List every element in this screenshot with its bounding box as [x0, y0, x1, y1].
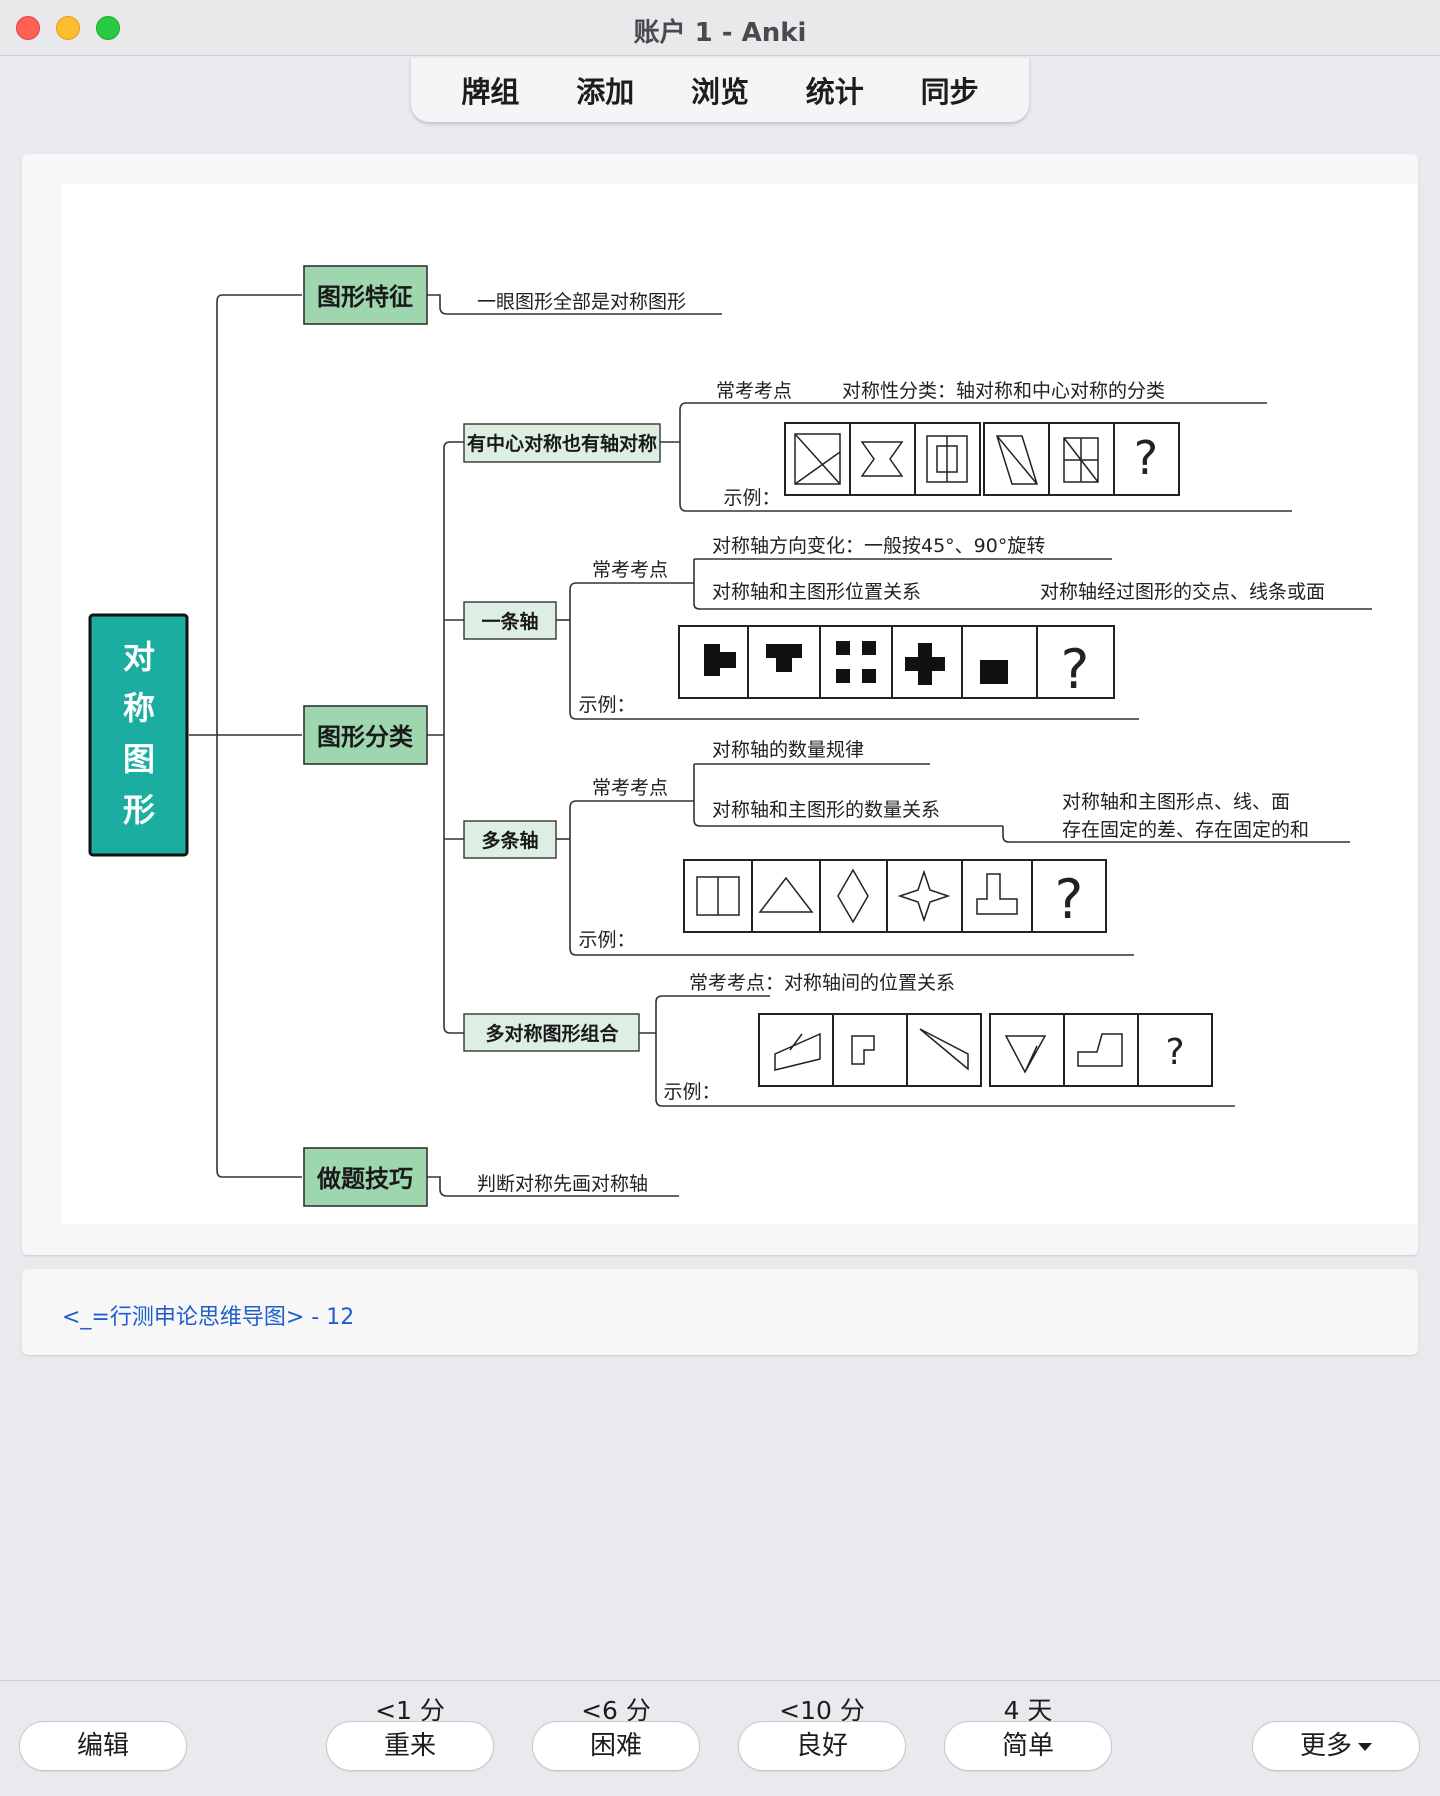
- chevron-down-icon: [1358, 1742, 1372, 1751]
- good-button-label: 良好: [795, 1731, 848, 1761]
- sub-multi-question-mark: ?: [1055, 868, 1084, 931]
- sub-one-axis: 一条轴: [481, 610, 538, 633]
- good-interval: <10 分: [779, 1696, 865, 1725]
- close-window-button[interactable]: [16, 16, 40, 40]
- edit-button[interactable]: 编辑: [19, 1721, 187, 1771]
- root-char-2: 称: [123, 689, 155, 727]
- sub-one-kp2: 对称轴和主图形位置关系: [712, 581, 921, 603]
- title-bar: 账户 1 - Anki: [0, 0, 1440, 56]
- sub-multi-kp-label: 常考考点: [592, 777, 668, 799]
- branch-tips: 做题技巧: [316, 1165, 413, 1193]
- sub-combo-question-mark: ?: [1165, 1032, 1184, 1073]
- easy-button[interactable]: 简单: [944, 1721, 1112, 1771]
- toolbar-browse[interactable]: 浏览: [690, 75, 749, 109]
- sub-both-example-label: 示例：: [723, 487, 780, 509]
- toolbar-add[interactable]: 添加: [576, 75, 635, 109]
- again-button[interactable]: 重来: [326, 1721, 494, 1771]
- branch-features-note: 一眼图形全部是对称图形: [477, 291, 686, 313]
- sub-both-question-mark: ?: [1134, 431, 1158, 485]
- sub-one-question-mark: ?: [1061, 638, 1090, 701]
- branch-classes: 图形分类: [317, 723, 414, 751]
- sub-multi-kp1: 对称轴的数量规律: [712, 739, 864, 761]
- sub-one-kp-label: 常考考点: [592, 559, 668, 581]
- answer-bar: <1 分 <6 分 <10 分 4 天 编辑 重来 困难 良好 简单 更多: [0, 1680, 1440, 1796]
- sub-multi-axes: 多条轴: [481, 829, 538, 852]
- zoom-window-button[interactable]: [96, 16, 120, 40]
- root-char-1: 对: [123, 638, 155, 676]
- good-button[interactable]: 良好: [738, 1721, 906, 1771]
- more-button-label: 更多: [1299, 1731, 1352, 1761]
- toolbar-stats[interactable]: 统计: [805, 75, 864, 109]
- hard-button[interactable]: 困难: [532, 1721, 700, 1771]
- easy-interval: 4 天: [1003, 1696, 1053, 1725]
- hard-button-label: 困难: [589, 1731, 642, 1761]
- toolbar-decks[interactable]: 牌组: [461, 75, 520, 109]
- deck-source-card: <_=行测申论思维导图> - 12: [22, 1269, 1418, 1355]
- sub-both-kp-label: 常考考点: [716, 380, 792, 402]
- sub-combo-kp: 常考考点：对称轴间的位置关系: [689, 972, 955, 994]
- sub-both-axes: 有中心对称也有轴对称: [467, 432, 657, 455]
- sub-multi-example-label: 示例：: [578, 929, 635, 951]
- sub-both-kp: 对称性分类：轴对称和中心对称的分类: [842, 380, 1165, 402]
- minimize-window-button[interactable]: [56, 16, 80, 40]
- sub-multi-kp2: 对称轴和主图形的数量关系: [712, 799, 940, 821]
- root-char-3: 图: [123, 740, 155, 778]
- sub-one-kp1: 对称轴方向变化：一般按45°、90°旋转: [712, 535, 1045, 557]
- sub-multi-note-line1: 对称轴和主图形点、线、面: [1062, 791, 1290, 813]
- branch-tips-note: 判断对称先画对称轴: [477, 1173, 648, 1195]
- card-content: 对 称 图 形 图形特征 一眼图形全部是对称图形 图形分类 做题技巧 判断对称先…: [22, 154, 1418, 1255]
- hard-interval: <6 分: [581, 1696, 651, 1725]
- again-interval: <1 分: [375, 1696, 445, 1725]
- main-toolbar: 牌组 添加 浏览 统计 同步: [411, 58, 1029, 122]
- window-title: 账户 1 - Anki: [633, 18, 807, 48]
- mind-map-image: 对 称 图 形 图形特征 一眼图形全部是对称图形 图形分类 做题技巧 判断对称先…: [62, 184, 1418, 1224]
- root-char-4: 形: [123, 791, 155, 829]
- sub-combo-example-label: 示例：: [663, 1081, 720, 1103]
- deck-source-link[interactable]: <_=行测申论思维导图> - 12: [62, 1305, 355, 1330]
- again-button-label: 重来: [383, 1731, 436, 1761]
- sub-one-example-label: 示例：: [578, 694, 635, 716]
- sub-combo: 多对称图形组合: [485, 1022, 619, 1045]
- easy-button-label: 简单: [1001, 1731, 1054, 1761]
- branch-features: 图形特征: [317, 283, 413, 311]
- sub-multi-note-line2: 存在固定的差、存在固定的和: [1062, 819, 1309, 841]
- toolbar-sync[interactable]: 同步: [920, 75, 979, 109]
- edit-button-label: 编辑: [76, 1731, 129, 1761]
- sub-one-kp2-note: 对称轴经过图形的交点、线条或面: [1040, 581, 1325, 603]
- more-button[interactable]: 更多: [1252, 1721, 1420, 1771]
